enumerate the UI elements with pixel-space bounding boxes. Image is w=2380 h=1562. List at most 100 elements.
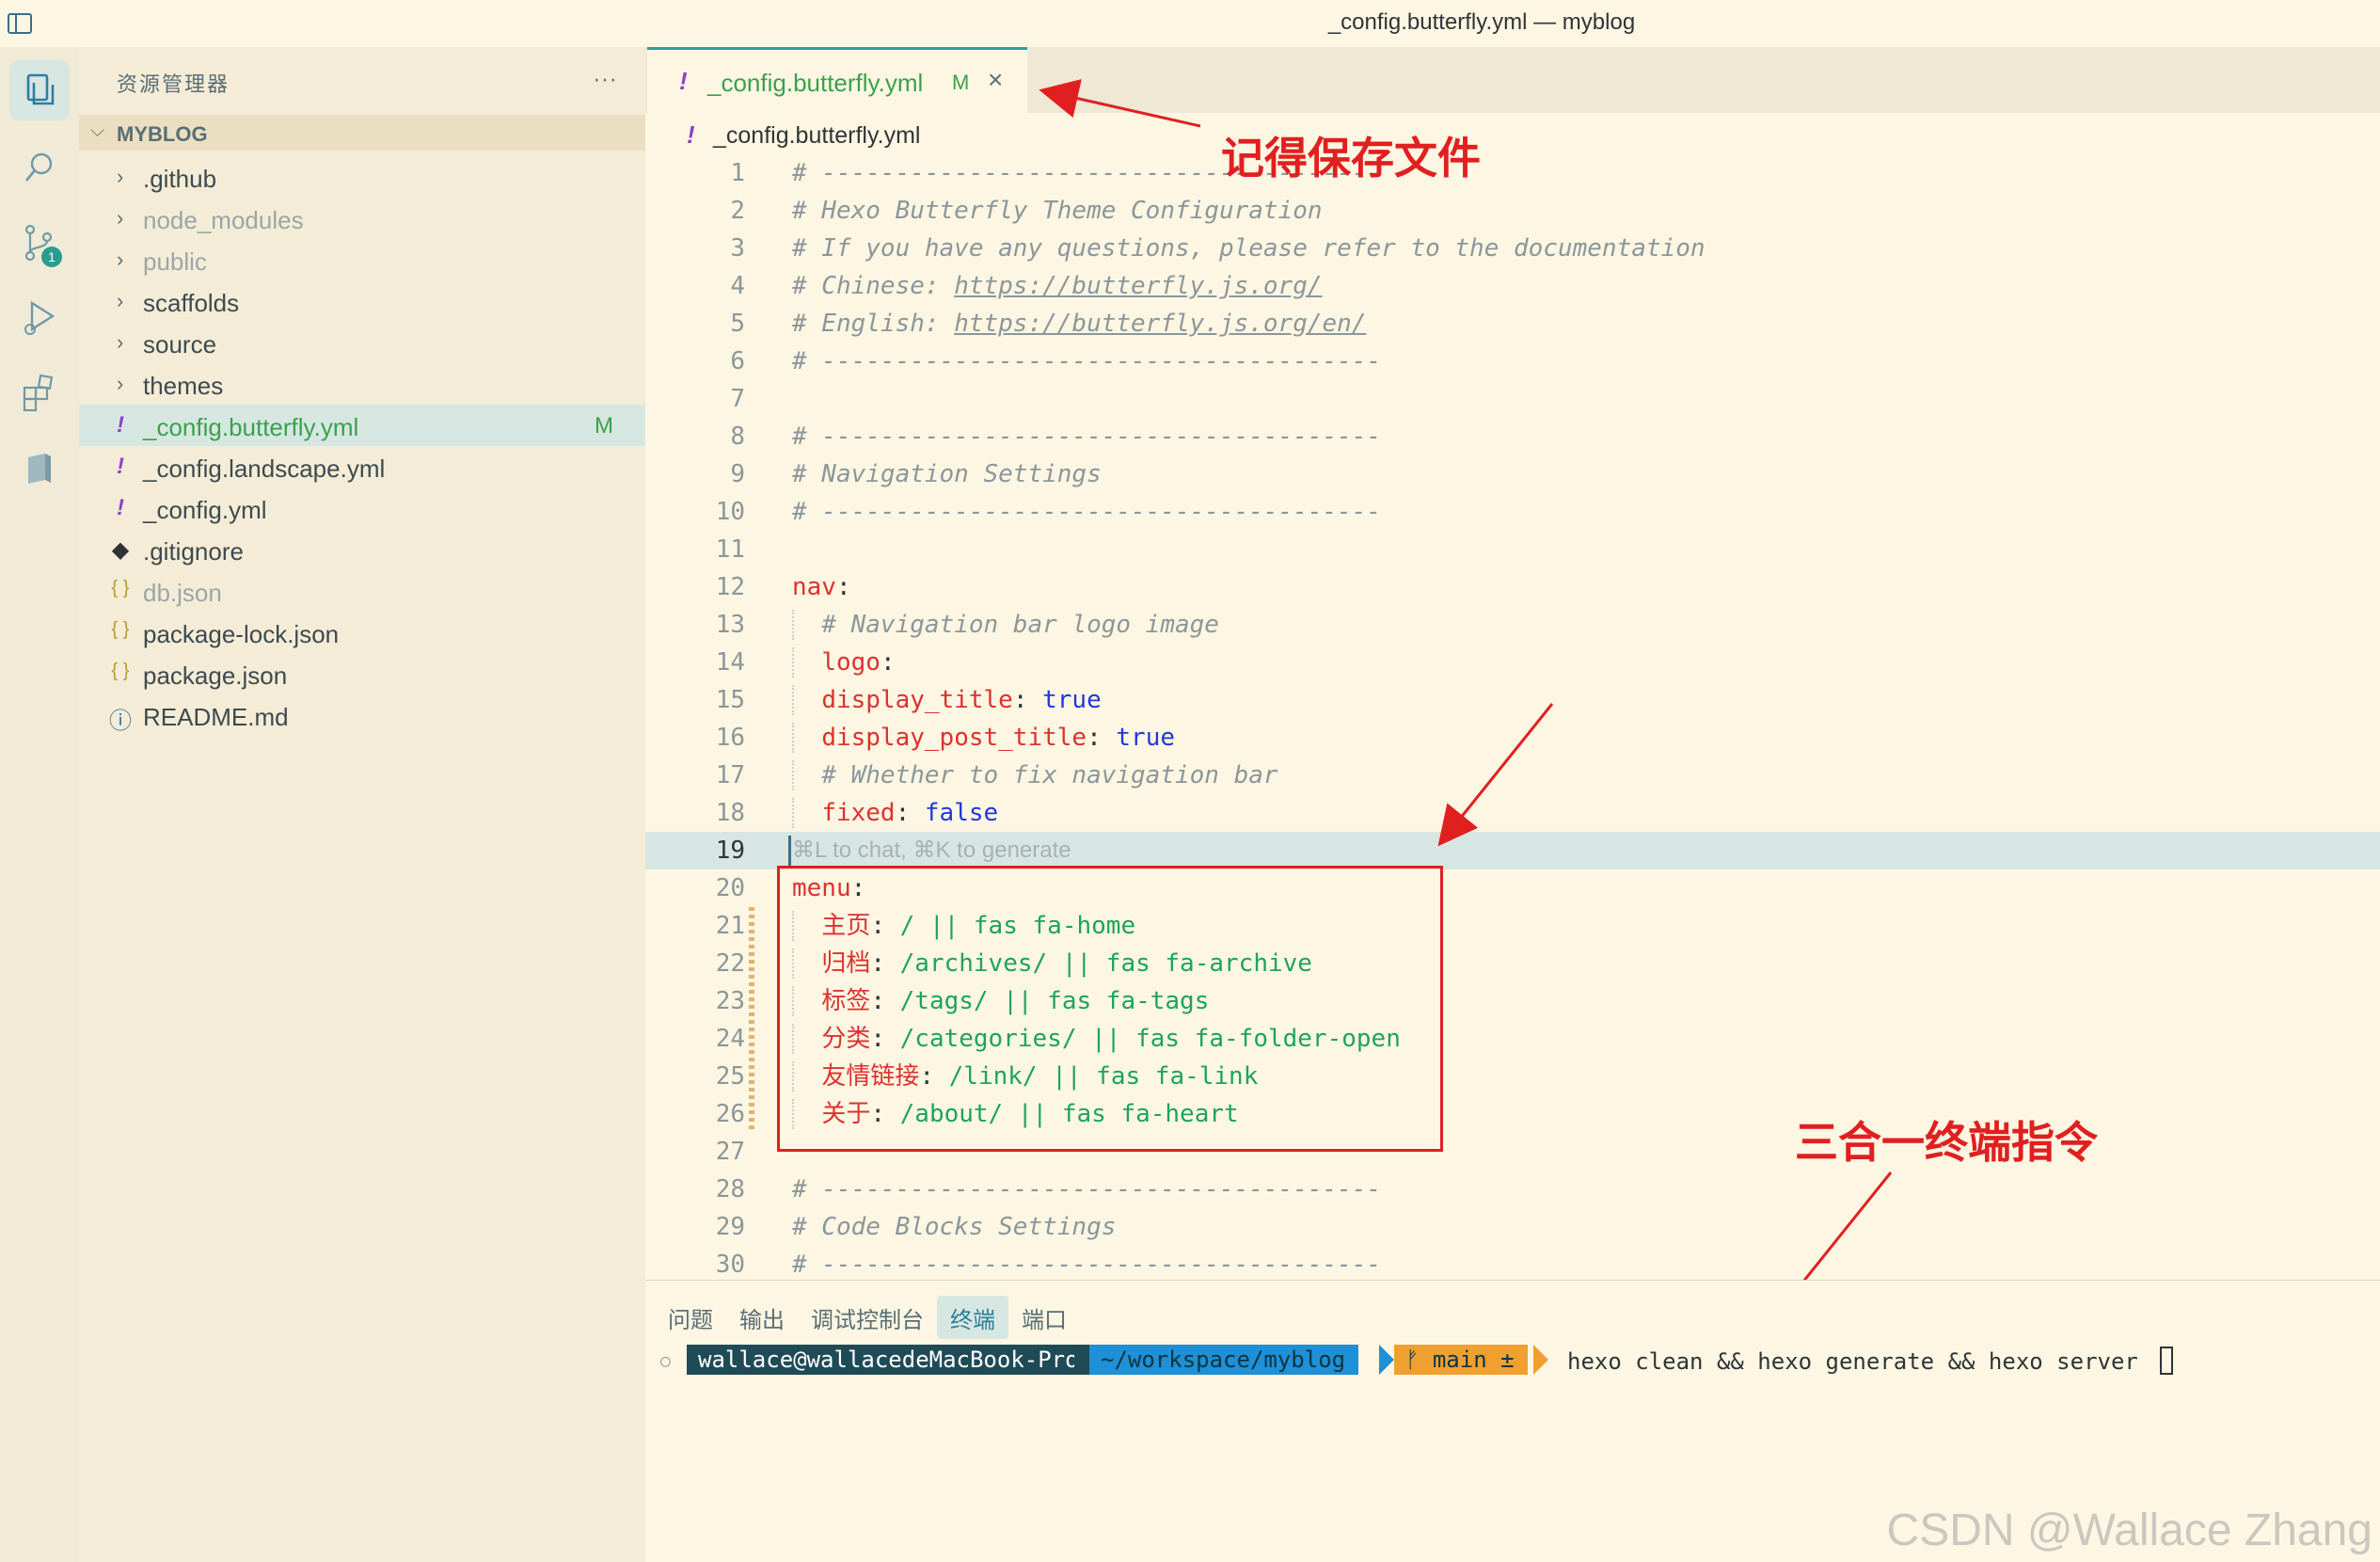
code-token: # If you have any questions, please refe…: [792, 234, 1706, 263]
tree-item-label: public: [143, 247, 207, 276]
code-line[interactable]: 7: [645, 380, 2380, 418]
more-actions-icon[interactable]: ···: [593, 64, 617, 92]
panel-tab[interactable]: 输出: [739, 1308, 785, 1333]
tree-item[interactable]: ›node_modules: [79, 198, 645, 239]
code-text: # --------------------------------------: [792, 343, 1381, 380]
tree-item[interactable]: ›themes: [79, 363, 645, 405]
terminal-command[interactable]: hexo clean && hexo generate && hexo serv…: [1567, 1348, 2138, 1375]
code-token: /tags/ || fas fa-tags: [899, 987, 1210, 1015]
code-token: # Code Blocks Settings: [792, 1213, 1117, 1241]
code-token: # --------------------------------------: [792, 159, 1382, 187]
code-line[interactable]: 23 标签: /tags/ || fas fa-tags: [645, 982, 2380, 1020]
code-line[interactable]: 5# English: https://butterfly.js.org/en/: [645, 305, 2380, 343]
toggle-sidebar-icon[interactable]: [8, 13, 32, 34]
code-line[interactable]: 1 # -------------------------------------…: [645, 154, 2380, 192]
code-text: display_title: true: [792, 681, 1101, 719]
code-text: nav:: [792, 568, 851, 606]
code-line[interactable]: 2# Hexo Butterfly Theme Configuration: [645, 192, 2380, 230]
search-icon[interactable]: [9, 137, 70, 198]
indent-guide: [792, 610, 794, 640]
code-line[interactable]: 24 分类: /categories/ || fas fa-folder-ope…: [645, 1020, 2380, 1058]
panel-tab[interactable]: 调试控制台: [811, 1308, 924, 1333]
tree-item[interactable]: ›source: [79, 322, 645, 363]
line-number: 21: [715, 912, 745, 940]
code-line[interactable]: 8# -------------------------------------…: [645, 418, 2380, 455]
code-token: # English:: [792, 310, 955, 338]
tree-item[interactable]: { }db.json: [79, 570, 645, 612]
run-debug-icon[interactable]: [9, 288, 70, 348]
code-line[interactable]: 17 # Whether to fix navigation bar: [645, 757, 2380, 794]
tree-item-label: _config.butterfly.yml: [143, 413, 359, 441]
code-line[interactable]: 30# ------------------------------------…: [645, 1246, 2380, 1280]
code-token: ⌘L to chat, ⌘K to generate: [792, 837, 1071, 863]
code-line[interactable]: 28# ------------------------------------…: [645, 1171, 2380, 1208]
chevron-right-icon: ›: [117, 289, 124, 312]
code-line[interactable]: 19⌘L to chat, ⌘K to generate: [645, 832, 2380, 869]
code-line[interactable]: 26 关于: /about/ || fas fa-heart: [645, 1095, 2380, 1133]
explorer-icon[interactable]: [9, 60, 70, 120]
line-number: 1: [730, 159, 745, 187]
tree-item-label: package.json: [143, 661, 288, 690]
code-line[interactable]: 25 友情链接: /link/ || fas fa-link: [645, 1058, 2380, 1095]
tree-item-label: package-lock.json: [143, 620, 340, 648]
code-line[interactable]: 29# Code Blocks Settings: [645, 1208, 2380, 1246]
code-line[interactable]: 22 归档: /archives/ || fas fa-archive: [645, 945, 2380, 982]
code-text: menu:: [792, 869, 865, 907]
tree-item[interactable]: ◆.gitignore: [79, 529, 645, 570]
code-line[interactable]: 18 fixed: false: [645, 794, 2380, 832]
workspace-root-folder[interactable]: ⌵ MYBLOG: [79, 115, 645, 151]
prompt-separator: [1379, 1345, 1394, 1375]
code-line[interactable]: 21 主页: / || fas fa-home: [645, 907, 2380, 945]
tree-item[interactable]: { }package.json: [79, 653, 645, 694]
breadcrumb-file[interactable]: _config.butterfly.yml: [713, 122, 921, 149]
code-line[interactable]: 3# If you have any questions, please ref…: [645, 230, 2380, 267]
tree-item[interactable]: { }package-lock.json: [79, 612, 645, 653]
code-editor[interactable]: 1 # -------------------------------------…: [645, 154, 2380, 1280]
panel-tab[interactable]: 问题: [668, 1308, 713, 1333]
tree-item[interactable]: !_config.yml: [79, 487, 645, 529]
tree-item-label: themes: [143, 372, 224, 400]
panel-tab[interactable]: 终端: [937, 1296, 1008, 1339]
chevron-right-icon: ›: [117, 206, 124, 230]
tree-item[interactable]: ›scaffolds: [79, 280, 645, 322]
extensions-icon[interactable]: [9, 363, 70, 423]
code-text: 分类: /categories/ || fas fa-folder-open: [792, 1020, 1401, 1058]
close-tab-icon[interactable]: ×: [988, 65, 1004, 94]
code-line[interactable]: 16 display_post_title: true: [645, 719, 2380, 757]
code-line[interactable]: 27: [645, 1133, 2380, 1171]
tree-item[interactable]: ›.github: [79, 156, 645, 198]
code-token: 标签: [821, 987, 871, 1015]
tree-item[interactable]: !_config.landscape.yml: [79, 446, 645, 487]
book-icon[interactable]: [9, 438, 70, 499]
code-line[interactable]: 14 logo:: [645, 644, 2380, 681]
code-line[interactable]: 10# ------------------------------------…: [645, 493, 2380, 531]
gutter-modified-marker: [749, 1095, 754, 1133]
code-line[interactable]: 13 # Navigation bar logo image: [645, 606, 2380, 644]
code-token: / || fas fa-home: [899, 912, 1136, 940]
code-token: :: [870, 987, 900, 1015]
code-token: [792, 761, 821, 789]
line-number: 14: [715, 648, 745, 677]
code-text: # Whether to fix navigation bar: [792, 757, 1277, 794]
source-control-icon[interactable]: 1: [9, 213, 70, 273]
code-line[interactable]: 6# -------------------------------------…: [645, 343, 2380, 380]
line-number: 25: [715, 1062, 745, 1091]
tree-item-label: db.json: [143, 579, 222, 607]
code-token: # --------------------------------------: [792, 347, 1382, 375]
chevron-right-icon: ›: [117, 247, 124, 271]
tree-item[interactable]: › public: [79, 239, 645, 280]
line-number: 13: [715, 611, 745, 639]
code-line[interactable]: 4# Chinese: https://butterfly.js.org/: [645, 267, 2380, 305]
code-token: # Navigation Settings: [792, 460, 1102, 488]
code-line[interactable]: 9# Navigation Settings: [645, 455, 2380, 493]
panel-tab[interactable]: 端口: [1022, 1308, 1067, 1333]
indent-guide: [792, 685, 794, 715]
code-line[interactable]: 15 display_title: true: [645, 681, 2380, 719]
code-line[interactable]: 11: [645, 531, 2380, 568]
code-text: 标签: /tags/ || fas fa-tags: [792, 982, 1209, 1020]
tab-config-butterfly[interactable]: ! _config.butterfly.yml M ×: [647, 47, 1027, 113]
